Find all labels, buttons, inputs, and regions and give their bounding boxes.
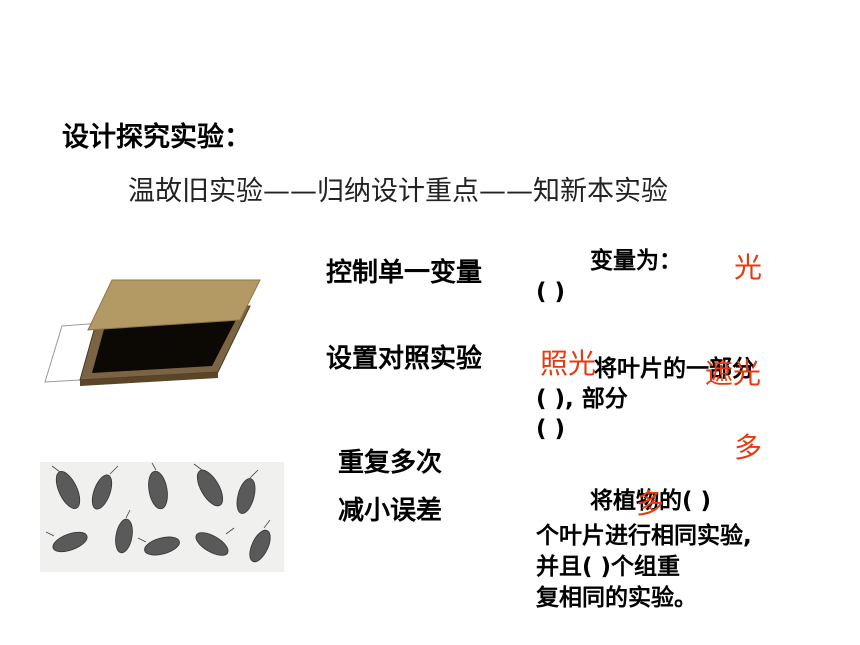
page-subtitle: 温故旧实验——归纳设计重点——知新本实验 [128,176,668,207]
repeat-line-4: 复相同的实验。 [536,585,697,611]
repeat-line-3: 并且( )个组重 [536,554,681,580]
page-heading: 设计探究实验： [62,122,251,153]
variable-prompt: 变量为： [590,248,682,274]
repeat-line-2: 个叶片进行相同实验, [536,523,752,549]
control-line-1: 将叶片的一部分 [594,356,755,382]
label-reduce-error: 减小误差 [338,496,443,526]
repeat-answer-2: 多 [636,487,665,520]
control-line-3: ( ) [536,416,566,442]
woodlice-photo [40,462,284,572]
control-line-2: ( ), 部分 [536,386,628,412]
covered-tray-illustration [44,279,261,386]
label-control-experiment: 设置对照实验 [326,344,483,374]
control-answer-shade: 遮光 [705,357,762,390]
repeat-answer-1: 多 [734,431,763,464]
variable-blank: ( ) [536,279,566,305]
label-repeat-many-times: 重复多次 [338,448,443,478]
label-control-single-variable: 控制单一变量 [326,258,483,288]
control-answer-light: 照光 [540,347,597,380]
variable-answer: 光 [734,251,763,284]
repeat-line-1: 将植物的( ) [590,488,712,514]
